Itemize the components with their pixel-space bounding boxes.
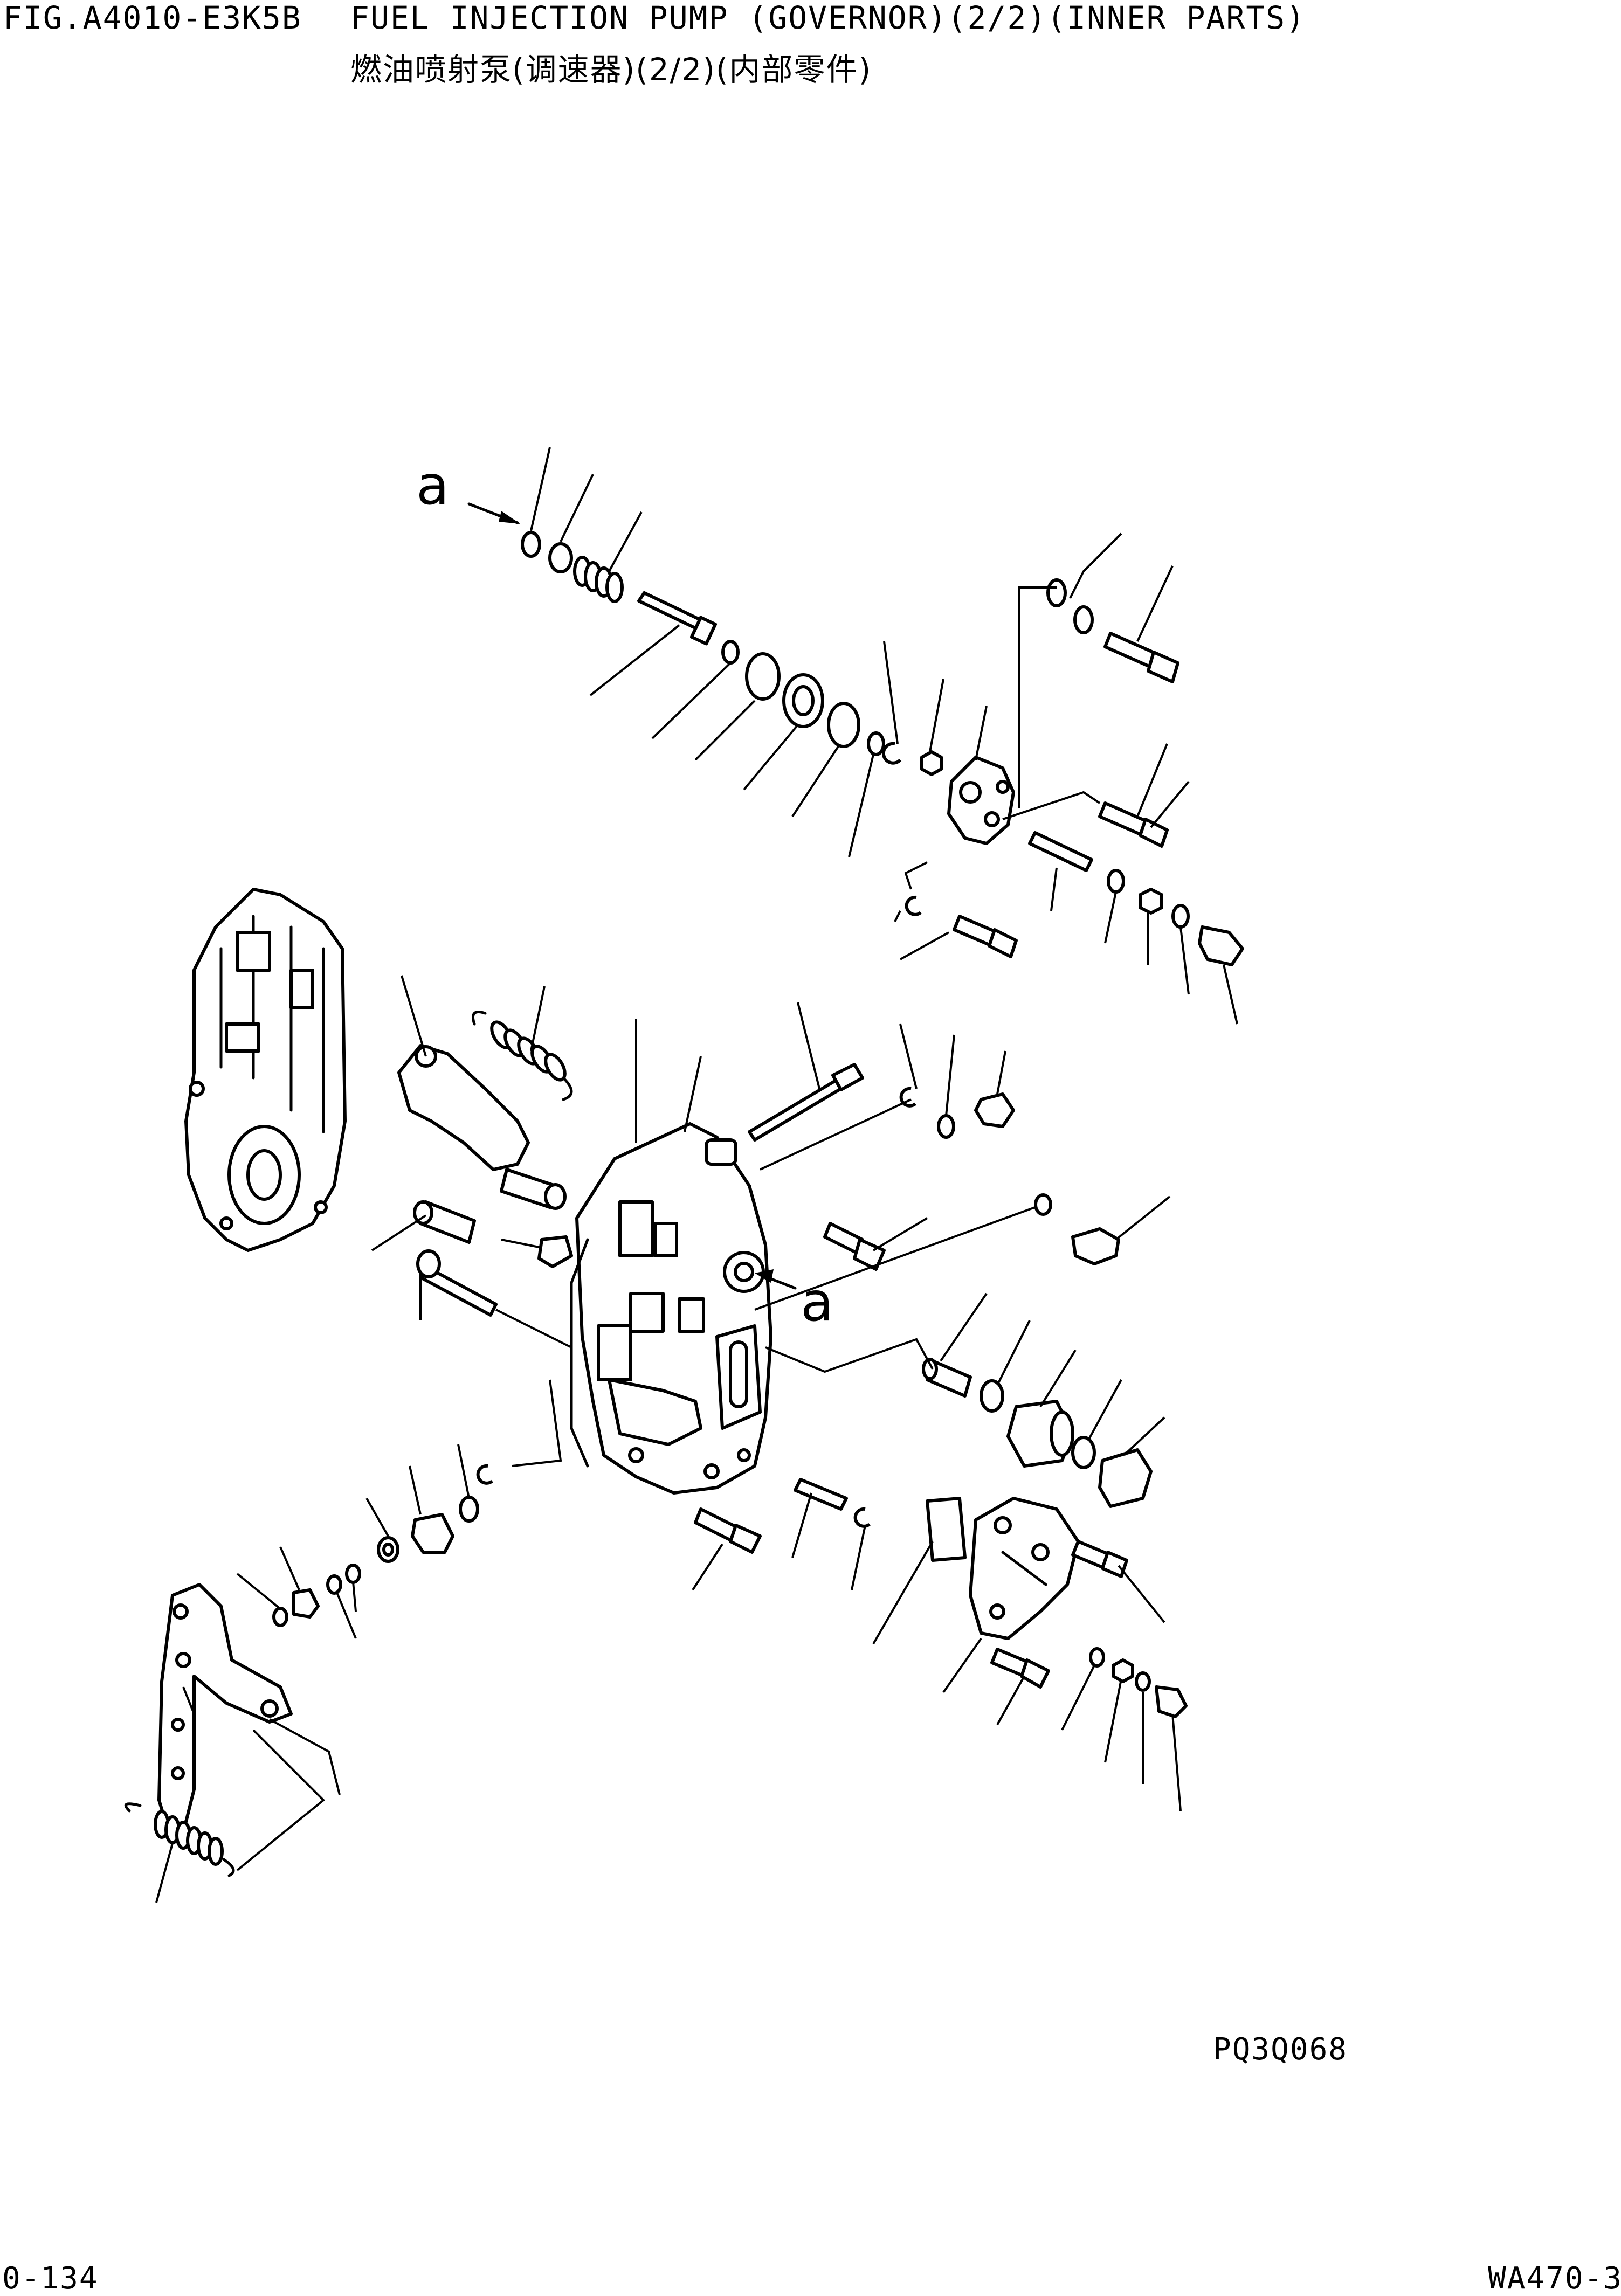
center-bolt [823,1222,886,1271]
plug [537,1235,573,1268]
clip [476,1464,493,1485]
side-bolt [1098,801,1169,848]
lower-bolt [694,1507,762,1554]
washer [1089,1647,1105,1668]
o-ring [937,1114,955,1139]
upper-shaft-assembly [521,531,943,776]
control-lever [157,1583,293,1829]
lower-cover [969,1497,1080,1640]
governor-lever-shaft [397,1044,567,1244]
washer [1171,904,1190,929]
o-ring [1034,1193,1052,1216]
lower-leader-lines [155,975,1182,1903]
o-ring [459,1496,479,1523]
sleeve [1006,1400,1074,1468]
tension-spring [472,1011,573,1101]
governor-case [570,1122,772,1495]
washer [980,1379,1004,1413]
page-number: 0-134 [2,2261,99,2296]
upper-lever-housing [947,756,1015,845]
clip [905,895,922,916]
lower-upper-bolt [953,915,1018,958]
adjusting-screw [1028,831,1093,872]
nut [292,1588,320,1619]
washer [1046,578,1067,607]
adjuster-bolt [922,1358,972,1398]
view-marker-center: a [801,1270,833,1333]
long-bolt-left [416,1249,498,1317]
plug [411,1513,454,1554]
fitting [1071,1227,1120,1265]
view-marker-top: a [416,454,449,517]
view-arrowhead-center [755,1269,774,1283]
clip [853,1507,871,1528]
upper-bolt [1103,632,1179,683]
figure-code: FIG.A4010-E3K5B [3,0,302,36]
upper-spring [573,556,624,603]
upper-leader-lines [530,447,1238,1025]
drawing-reference-code: PQ3Q068 [1213,2032,1348,2067]
cap [1098,1448,1153,1508]
washer [326,1574,342,1595]
threaded-rod [794,1478,848,1511]
model-code: WA470-3 [1488,2261,1621,2296]
cap-nut [1155,1685,1188,1718]
cap-nut [1198,925,1244,966]
return-spring [124,1802,235,1877]
washer [1135,1671,1151,1692]
title-english: FUEL INJECTION PUMP (GOVERNOR)(2/2)(INNE… [350,0,1306,36]
washer [272,1607,288,1627]
lower-right-bolt [1071,1540,1128,1578]
nut [1112,1658,1134,1683]
washer [1107,869,1125,894]
gasket-loop [926,1497,967,1562]
washer [1071,1436,1096,1469]
plug [974,1092,1015,1128]
washer [345,1564,361,1584]
long-stud [748,1063,864,1142]
view-arrowhead-top [499,511,520,524]
title-chinese: 燃油喷射泵(调速器)(2/2)(内部零件) [350,51,872,88]
washer [1073,605,1094,634]
nut [1139,888,1163,915]
governor-housing-left [184,888,347,1252]
lower-bolt-2 [990,1648,1050,1689]
